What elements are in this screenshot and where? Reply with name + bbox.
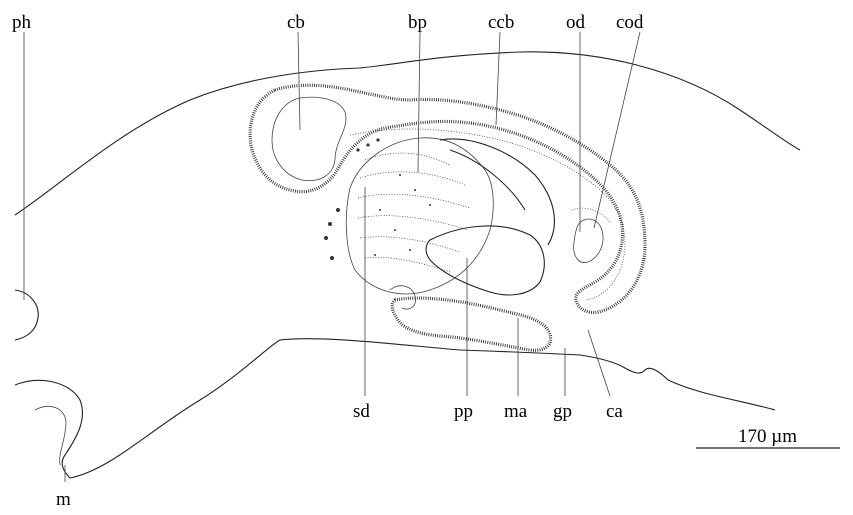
bursal-canal [350,129,625,300]
body-outline-dorsal [15,52,800,215]
pharynx-outline [15,290,38,340]
mouth-inner [35,406,66,465]
label-ph: ph [12,12,32,33]
copulatory-bursa [250,85,645,312]
leader-cod [594,32,640,228]
label-sd: sd [353,401,370,422]
label-bp: bp [408,12,427,33]
oviduct-dots [572,208,610,222]
ejaculatory-duct [440,139,554,245]
label-od: od [566,12,586,33]
label-pp: pp [454,401,473,422]
sensory-dots [324,138,431,260]
label-ma: ma [504,401,528,422]
bursa-lumen [272,97,346,180]
penis-bulb [346,138,493,294]
body-outline-ventral [70,339,775,478]
label-cod: cod [616,12,644,33]
mouth-outline [15,380,82,478]
atrium-fold [390,286,416,309]
label-m: m [56,489,71,510]
label-ca: ca [606,401,623,422]
oviduct [574,219,603,263]
leader-cb [298,32,300,130]
scale-bar-label: 170 µm [738,426,797,447]
leader-bp [418,32,420,172]
male-atrium [392,298,551,350]
leader-ca [588,330,610,396]
label-cb: cb [287,12,305,33]
label-ccb: ccb [488,12,514,33]
label-gp: gp [553,401,572,422]
